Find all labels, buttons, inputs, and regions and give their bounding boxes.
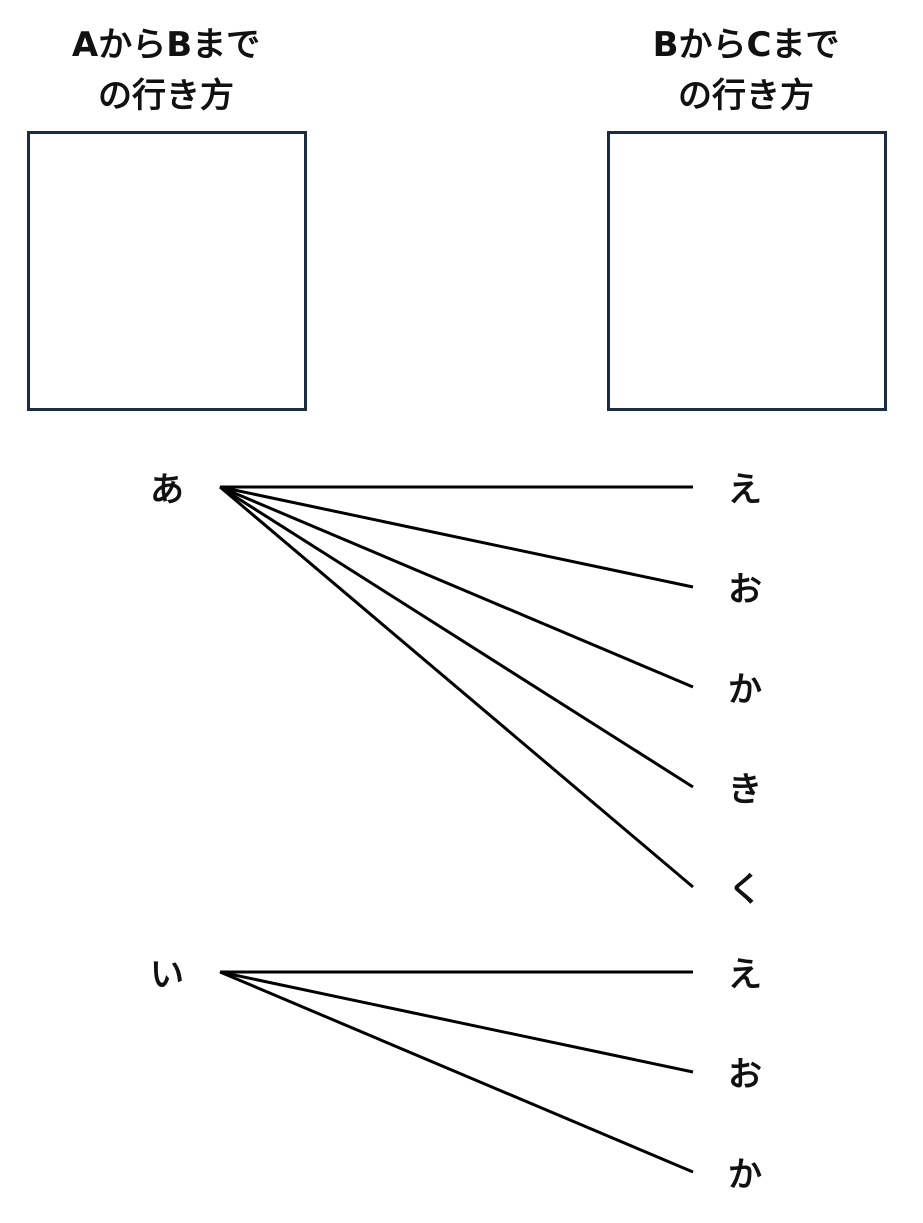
left-answer-box [27,131,307,411]
left-title: AからBまで の行き方 [16,20,316,122]
leaf-label: か [728,1155,762,1195]
branch-line [219,485,694,789]
leaf-label: か [728,670,762,710]
right-title-line1: BからCまで [652,25,840,65]
left-title-line1: AからBまで [71,25,261,65]
right-answer-box [607,131,887,411]
leaf-label: お [728,1055,762,1095]
leaf-label: お [728,570,762,610]
leaf-label: く [728,870,762,910]
branch-line [219,970,694,1174]
right-title: BからCまで の行き方 [596,20,896,122]
leaf-label: き [728,770,762,810]
branch-line [219,485,694,589]
branch-line [219,970,694,1074]
left-title-line2: の行き方 [98,76,234,116]
right-title-line2: の行き方 [678,76,814,116]
branch-line [219,485,694,689]
leaf-label: え [728,470,762,510]
root-label: い [150,955,184,995]
leaf-label: え [728,955,762,995]
branch-line [219,485,694,889]
root-label: あ [150,470,184,510]
